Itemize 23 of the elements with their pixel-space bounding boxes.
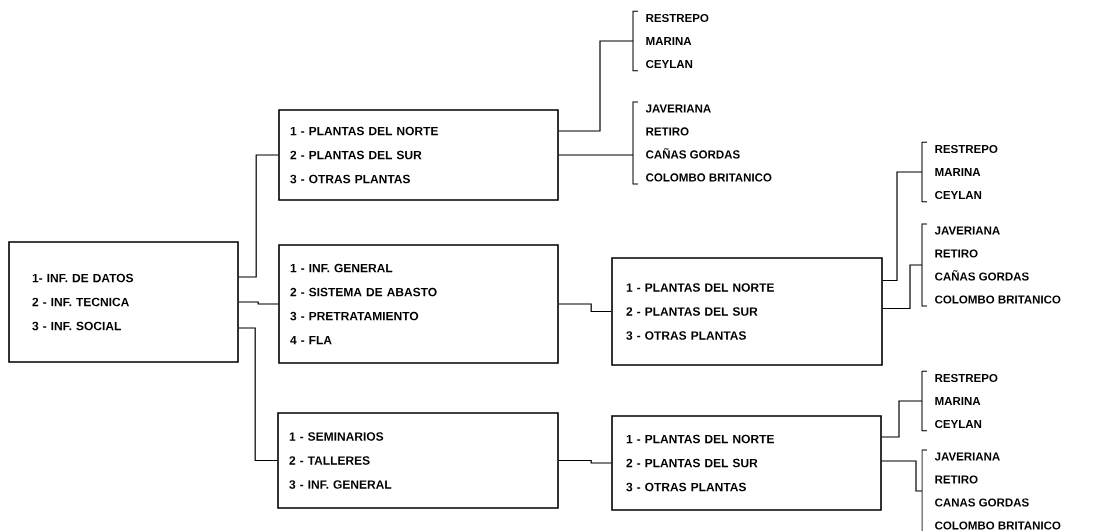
connector-line [238, 154, 279, 278]
list-box: 1 - PLANTAS DEL NORTE 2 - PLANTAS DEL SUR 3 - OTRAS PLANTAS [611, 415, 882, 511]
connector-line [558, 459, 612, 464]
bracket-list: RESTREPO MARINA CEYLAN [921, 370, 998, 432]
bracket-list: JAVERIANA RETIRO CAÑAS GORDAS COLOMBO BRITANICO [632, 101, 772, 185]
connector-line [238, 301, 279, 305]
bracket-list: JAVERIANA RETIRO CANAS GORDAS COLOMBO BRITANICO [921, 449, 1061, 531]
list-box: 1 - SEMINARIOS 2 - TALLERES 3 - INF. GENERAL [277, 412, 559, 509]
list-box: 1 - PLANTAS DEL NORTE 2 - PLANTAS DEL SUR 3 - OTRAS PLANTAS [278, 109, 559, 201]
connector-line [558, 154, 634, 156]
connector-line [238, 327, 278, 462]
bracket-list: JAVERIANA RETIRO CAÑAS GORDAS COLOMBO BRITANICO [921, 223, 1061, 307]
list-box: 1 - PLANTAS DEL NORTE 2 - PLANTAS DEL SUR 3 - OTRAS PLANTAS [611, 257, 883, 366]
bracket-list: RESTREPO MARINA CEYLAN [632, 10, 709, 72]
connector-line [558, 40, 634, 132]
connector-line [881, 400, 923, 438]
list-box: 1 - INF. GENERAL 2 - SISTEMA DE ABASTO 3 - PRETRATAMIENTO 4 - FLA [278, 244, 559, 364]
connector-line [558, 303, 612, 313]
connector-line [882, 171, 923, 282]
connector-line [882, 264, 923, 310]
connector-line [881, 460, 923, 492]
bracket-list: RESTREPO MARINA CEYLAN [921, 141, 998, 203]
list-box: 1- INF. DE DATOS 2 - INF. TECNICA 3 - INF. SOCIAL [8, 241, 239, 363]
